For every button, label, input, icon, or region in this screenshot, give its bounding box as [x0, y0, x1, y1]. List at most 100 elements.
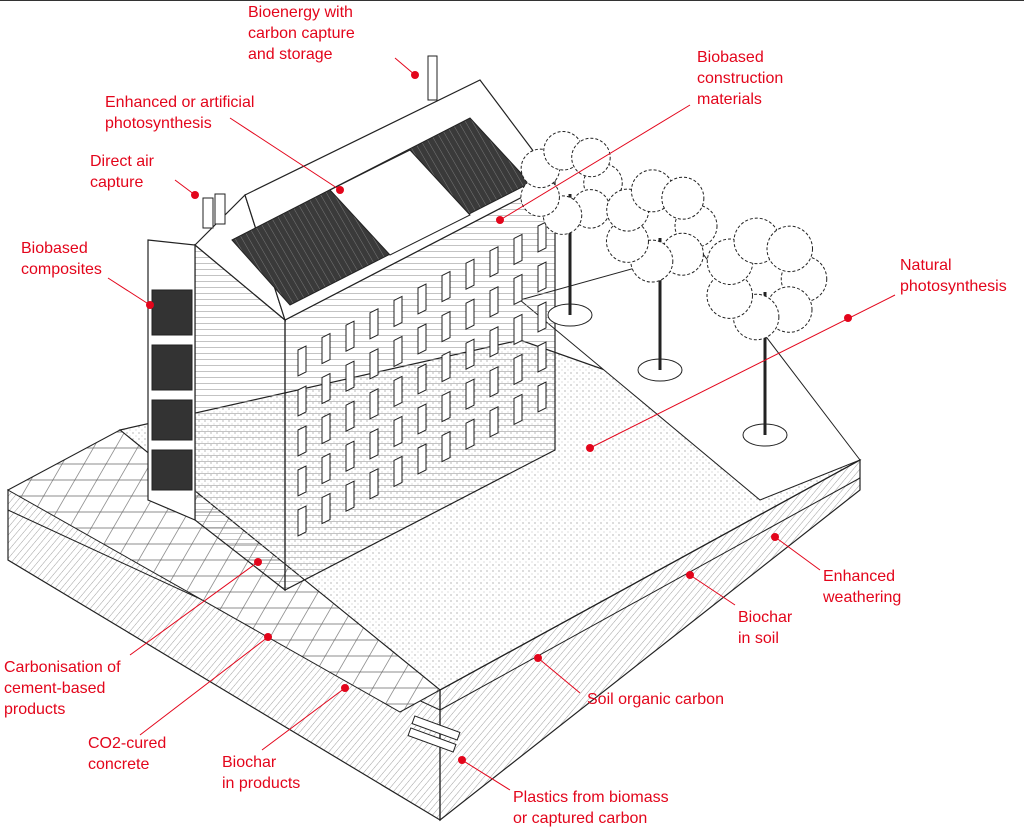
- window: [513, 313, 523, 346]
- tree: [605, 169, 718, 382]
- window: [393, 455, 403, 488]
- window: [465, 258, 475, 291]
- label-artificial-photosynthesis: Enhanced or artificial photosynthesis: [105, 94, 255, 132]
- tree: [706, 217, 828, 447]
- window: [465, 418, 475, 451]
- leader-dot: [191, 191, 199, 199]
- leader-line: [689, 574, 736, 606]
- window: [345, 440, 355, 473]
- top-border: [0, 0, 1024, 1]
- window: [537, 341, 547, 373]
- label-plastics: Plastics from biomass or captured carbon: [513, 789, 669, 827]
- window: [417, 403, 427, 435]
- window: [321, 492, 331, 525]
- leader-dot: [496, 216, 504, 224]
- window: [393, 295, 403, 328]
- window: [537, 261, 547, 293]
- window: [297, 425, 307, 457]
- window: [465, 338, 475, 371]
- window: [345, 320, 355, 353]
- window: [369, 387, 379, 420]
- label-biobased-construction: Biobased construction materials: [697, 49, 784, 108]
- label-biochar-soil: Biochar in soil: [738, 609, 793, 647]
- window: [537, 221, 547, 253]
- window: [417, 443, 427, 475]
- window: [345, 480, 355, 513]
- roof-glazing: [329, 149, 471, 256]
- window: [369, 427, 379, 460]
- window: [441, 350, 451, 383]
- label-leaders: [107, 57, 896, 791]
- slab-front-right: [439, 458, 861, 822]
- leader-line: [139, 636, 269, 736]
- window: [489, 285, 499, 318]
- label-natural-photosynthesis: Natural photosynthesis: [900, 257, 1007, 295]
- leader-line: [129, 561, 259, 656]
- leader-dot: [146, 301, 154, 309]
- leader-line: [774, 536, 821, 571]
- window: [513, 393, 523, 426]
- label-co2-cured: CO2-cured concrete: [88, 735, 167, 773]
- tree: [520, 130, 623, 327]
- trees: [520, 130, 828, 447]
- leader-line: [537, 657, 581, 694]
- leader-line: [261, 687, 346, 751]
- leader-dot: [341, 684, 349, 692]
- window: [321, 372, 331, 405]
- leader-line: [174, 179, 196, 196]
- window: [489, 325, 499, 358]
- leader-dot: [458, 756, 466, 764]
- window: [489, 245, 499, 278]
- window: [297, 465, 307, 497]
- leader-line: [229, 117, 341, 191]
- window: [393, 375, 403, 408]
- pipes: [407, 715, 461, 753]
- window: [537, 381, 547, 413]
- leader-dot: [254, 558, 262, 566]
- window: [489, 405, 499, 438]
- window: [297, 505, 307, 537]
- biobased-composite-panels: [151, 289, 193, 491]
- label-beccs: Bioenergy with carbon capture and storag…: [248, 4, 355, 63]
- window: [345, 360, 355, 393]
- window: [369, 347, 379, 380]
- leader-dot: [844, 314, 852, 322]
- window: [369, 307, 379, 340]
- window: [489, 365, 499, 398]
- leader-line: [589, 294, 896, 449]
- window: [417, 323, 427, 355]
- window: [441, 390, 451, 423]
- leader-dot: [336, 186, 344, 194]
- window: [513, 233, 523, 266]
- window: [465, 298, 475, 331]
- window: [321, 452, 331, 485]
- label-biochar-products: Biochar in products: [222, 754, 301, 792]
- leader-line: [499, 104, 691, 221]
- leader-dot: [534, 654, 542, 662]
- leader-line: [394, 57, 416, 76]
- window: [321, 332, 331, 365]
- window: [441, 430, 451, 463]
- leader-dot: [686, 571, 694, 579]
- label-direct-air-capture: Direct air capture: [90, 153, 155, 191]
- window: [297, 345, 307, 377]
- window: [297, 385, 307, 417]
- label-soil-organic-carbon: Soil organic carbon: [587, 691, 724, 708]
- window: [369, 467, 379, 500]
- leader-line: [461, 759, 511, 791]
- leader-line: [107, 277, 151, 306]
- window: [393, 415, 403, 448]
- window: [393, 335, 403, 368]
- facade-windows: [297, 221, 547, 537]
- window: [417, 363, 427, 395]
- window: [417, 283, 427, 315]
- window: [321, 412, 331, 445]
- window: [465, 378, 475, 411]
- leader-dot: [264, 633, 272, 641]
- window: [537, 301, 547, 333]
- window: [513, 353, 523, 386]
- chimneys: [202, 55, 438, 229]
- window: [345, 400, 355, 433]
- window: [441, 310, 451, 343]
